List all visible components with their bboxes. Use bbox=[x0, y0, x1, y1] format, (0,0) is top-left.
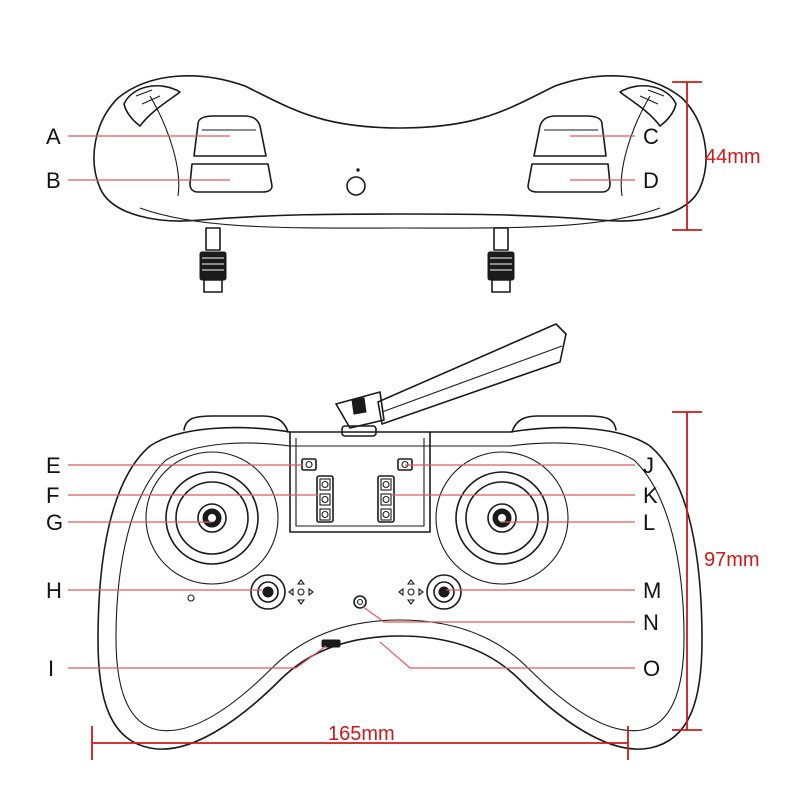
left-shoulder-button-b bbox=[189, 163, 273, 193]
top-view-indicator bbox=[346, 176, 366, 196]
label-l: L bbox=[643, 510, 655, 535]
dimension-165mm: 165mm bbox=[328, 723, 395, 745]
right-dpad-arrows-icon bbox=[398, 579, 424, 605]
right-stick-cap bbox=[487, 503, 517, 533]
right-shoulder-grip bbox=[619, 84, 677, 127]
left-stick-gimbal bbox=[165, 471, 259, 565]
right-stick-gimbal bbox=[455, 471, 549, 565]
left-mini-stick-knob bbox=[262, 586, 274, 598]
dimension-front-width: 165mm bbox=[91, 723, 629, 760]
left-shoulder-button-a bbox=[193, 115, 267, 157]
label-g: G bbox=[46, 510, 63, 535]
right-shoulder-button-c bbox=[533, 115, 607, 157]
right-stick-center bbox=[498, 514, 506, 522]
left-stick-shaft bbox=[199, 227, 227, 293]
leader-i bbox=[68, 645, 327, 669]
label-h: H bbox=[46, 578, 62, 603]
left-mini-stick bbox=[257, 581, 279, 603]
right-stick-outer-ring bbox=[435, 451, 569, 585]
right-grip-ridges bbox=[639, 89, 665, 105]
leader-n bbox=[361, 605, 635, 623]
label-k: K bbox=[643, 483, 658, 508]
left-dpad-arrows-icon bbox=[288, 579, 314, 605]
left-button-column bbox=[316, 475, 334, 523]
top-view-dot bbox=[356, 168, 360, 172]
right-button-column bbox=[377, 475, 395, 523]
right-mini-stick-ring bbox=[426, 574, 462, 610]
right-mini-stick bbox=[433, 581, 455, 603]
label-o: O bbox=[643, 656, 660, 681]
label-m: M bbox=[643, 578, 661, 603]
label-f: F bbox=[46, 483, 59, 508]
label-j: J bbox=[643, 453, 654, 478]
right-shoulder-button-d bbox=[527, 163, 611, 193]
top-view: A B C D bbox=[46, 75, 707, 293]
front-view-body bbox=[97, 426, 703, 750]
leader-o bbox=[379, 641, 635, 669]
power-button bbox=[353, 595, 367, 609]
label-d: D bbox=[643, 168, 659, 193]
label-n: N bbox=[643, 610, 659, 635]
front-view-inner-contour bbox=[115, 442, 685, 732]
power-button-inner bbox=[356, 598, 364, 606]
label-a: A bbox=[46, 124, 61, 149]
left-stick-center bbox=[208, 514, 216, 522]
charging-port bbox=[321, 639, 341, 648]
label-i: I bbox=[48, 656, 54, 681]
left-led-dot bbox=[187, 594, 195, 602]
center-panel bbox=[289, 431, 431, 533]
label-b: B bbox=[46, 168, 61, 193]
indicator-e bbox=[301, 458, 317, 471]
left-shoulder-grip bbox=[123, 84, 181, 127]
dimension-97mm: 97mm bbox=[704, 549, 760, 571]
front-right-shoulder bbox=[511, 415, 617, 433]
top-view-bottom-rim bbox=[139, 207, 661, 229]
dimension-front-height: 97mm bbox=[672, 411, 760, 731]
dimension-44mm: 44mm bbox=[705, 146, 761, 168]
left-stick-cap bbox=[197, 503, 227, 533]
top-view-inner-contour bbox=[149, 95, 651, 197]
label-c: C bbox=[643, 124, 659, 149]
front-view: E F G H I J K L M N O bbox=[46, 323, 703, 750]
front-left-shoulder bbox=[183, 415, 289, 433]
right-mini-stick-knob bbox=[438, 586, 450, 598]
left-mini-stick-ring bbox=[250, 574, 286, 610]
indicator-e-dot bbox=[305, 460, 313, 469]
top-view-body bbox=[93, 75, 707, 222]
left-grip-ridges bbox=[135, 89, 161, 105]
left-stick-base bbox=[175, 481, 249, 555]
right-stick-shaft bbox=[487, 227, 515, 293]
label-e: E bbox=[46, 453, 61, 478]
dimension-top-height: 44mm bbox=[672, 81, 761, 231]
right-stick-base bbox=[465, 481, 539, 555]
left-stick-outer-ring bbox=[145, 451, 279, 585]
antenna bbox=[335, 323, 567, 437]
center-panel-inner bbox=[295, 438, 425, 527]
